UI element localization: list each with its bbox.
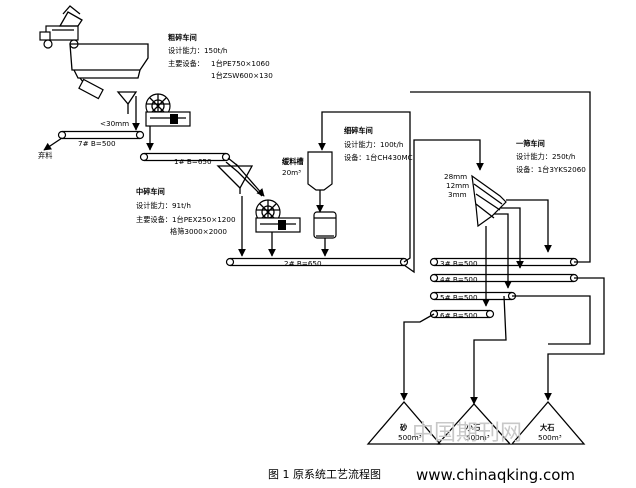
discard-label: 弃料 (38, 151, 52, 160)
coarse-hopper (69, 43, 149, 100)
belt-7-label: 7# B=500 (78, 139, 116, 148)
fine-capacity: 设计能力：100t/h (344, 140, 403, 149)
buffer-bin-volume: 20m³ (282, 168, 301, 177)
dump-truck-icon (39, 5, 83, 49)
coarse-equip-2: 1台ZSW600×130 (211, 71, 273, 80)
stockpile-small-volume: 500m³ (466, 433, 490, 442)
medium-grizzly-screen (216, 157, 265, 197)
coarse-equip-label: 主要设备： (168, 59, 204, 68)
belt-5-label: 5# B=500 (440, 293, 478, 302)
coarse-capacity: 设计能力：150t/h (168, 46, 227, 55)
medium-equip-1: 主要设备：1台PEX250×1200 (136, 215, 236, 224)
screen-equip: 设备：1台3YKS2060 (516, 165, 586, 174)
figure-caption: 图 1 原系统工艺流程图 (268, 467, 381, 481)
jaw-crusher-icon (145, 93, 191, 127)
stockpile-large-stone (510, 401, 586, 445)
coarse-title: 粗碎车间 (168, 33, 197, 42)
buffer-bin-label: 缓料槽 (282, 157, 304, 166)
watermark-url: www.chinaqking.com (416, 466, 575, 484)
watermark-cn: 中国期刊网 (412, 421, 522, 446)
medium-title: 中碎车间 (136, 187, 165, 196)
cone-crusher-icon (313, 200, 337, 257)
fine-equip: 设备：1台CH430MC (344, 153, 413, 162)
belt-4 (429, 273, 579, 283)
medium-crusher-icon (255, 199, 301, 233)
belt-2-label: 2# B=650 (284, 259, 322, 268)
belt-4-label: 4# B=500 (440, 275, 478, 284)
belt-6-label: 6# B=500 (440, 311, 478, 320)
vibrating-screen-icon (471, 174, 507, 238)
stockpile-sand-volume: 500m³ (398, 433, 422, 442)
belt-1-label: 1# B=650 (174, 157, 212, 166)
size-3: 3mm (448, 190, 467, 199)
screen-capacity: 设计能力：250t/h (516, 152, 575, 161)
stockpile-large-volume: 500m³ (538, 433, 562, 442)
size-lt30: <30mm (100, 119, 129, 128)
stockpile-sand-name: 砂 (399, 423, 408, 432)
buffer-bin (307, 151, 333, 200)
size-12: 12mm (446, 181, 469, 190)
belt-5 (429, 291, 517, 301)
stockpile-small-stone (436, 403, 512, 445)
coarse-equip-1: 1台PE750×1060 (211, 59, 270, 68)
stockpile-sand (366, 401, 442, 445)
medium-capacity: 设计能力：91t/h (136, 201, 191, 210)
stockpile-large-name: 大石 (540, 423, 554, 432)
belt-7 (43, 130, 145, 151)
coarse-chute (116, 91, 138, 114)
medium-equip-2: 格筛3000×2000 (170, 227, 227, 236)
screen-title: 一筛车间 (516, 139, 545, 148)
belt-1 (139, 152, 231, 162)
stockpile-small-name: 小石 (465, 423, 480, 432)
fine-title: 细碎车间 (344, 126, 373, 135)
belt-2 (225, 257, 409, 267)
size-28: 28mm (444, 172, 467, 181)
belt-3-label: 3# B=500 (440, 259, 478, 268)
